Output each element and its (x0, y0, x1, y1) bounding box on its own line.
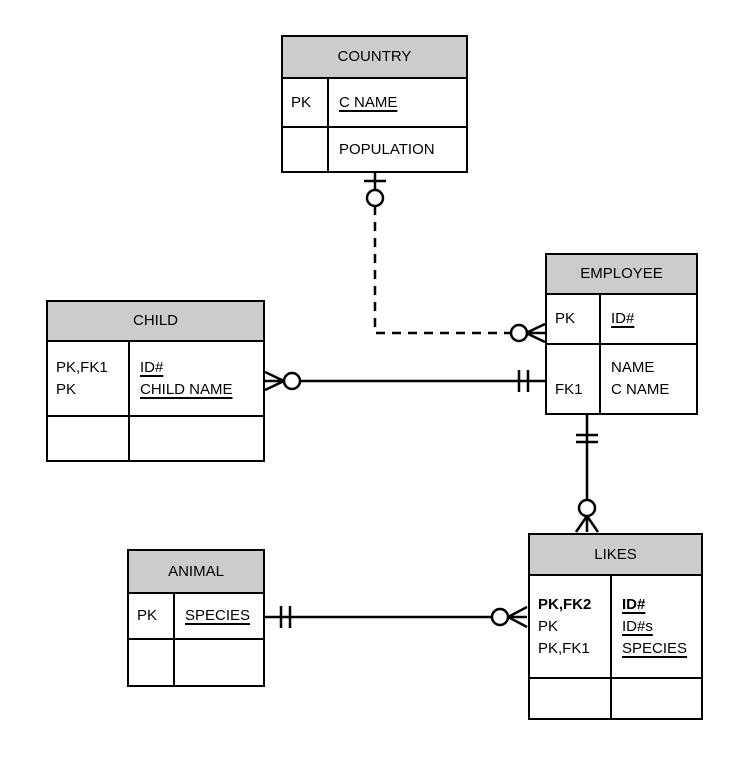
key-cell: PK,FK1 PK (48, 342, 130, 415)
entity-animal: ANIMAL PK SPECIES (127, 549, 265, 687)
attr-cell: NAME C NAME (611, 359, 670, 398)
entity-employee: EMPLOYEE PK ID# FK1 NAME C NAME (545, 253, 698, 415)
attr-cell (612, 679, 701, 718)
relationship-child-employee (264, 370, 545, 392)
key-cell (283, 128, 329, 171)
attr-cell: POPULATION (339, 140, 435, 158)
entity-country-key-row: PK C NAME (283, 79, 466, 128)
crow-foot-employee-end (525, 322, 546, 344)
attr-cell: ID# CHILD NAME (140, 358, 233, 398)
entity-employee-header: EMPLOYEE (547, 255, 696, 295)
key-cell: PK (283, 79, 329, 126)
entity-child-header: CHILD (48, 302, 263, 342)
entity-child: CHILD PK,FK1 PK ID# CHILD NAME (46, 300, 265, 462)
crow-foot-child-end (264, 370, 285, 392)
key-cell: FK1 (547, 345, 601, 413)
one-ticks-animal-end (279, 606, 292, 628)
attr-cell: ID# (611, 310, 635, 327)
entity-animal-header: ANIMAL (129, 551, 263, 594)
attr-cell: ID# ID#s SPECIES (622, 595, 688, 657)
entity-animal-attr-row (129, 640, 263, 685)
zero-circle-likes-end (577, 498, 597, 518)
crow-foot-likes-end (507, 605, 528, 629)
entity-country-attr-row: POPULATION (283, 128, 466, 171)
relationship-animal-likes (265, 605, 528, 629)
entity-child-attr-row (48, 417, 263, 460)
entity-child-key-row: PK,FK1 PK ID# CHILD NAME (48, 342, 263, 417)
attr-cell (130, 417, 263, 460)
key-cell: PK,FK2 PK PK,FK1 (530, 576, 612, 677)
key-cell (129, 640, 175, 685)
zero-circle-likes-end (490, 607, 510, 627)
entity-country-header: COUNTRY (283, 37, 466, 79)
entity-animal-key-row: PK SPECIES (129, 594, 263, 640)
entity-title: CHILD (132, 312, 178, 329)
entity-title: COUNTRY (337, 48, 412, 65)
key-cell: PK (129, 594, 175, 638)
zero-circle-employee-end (509, 323, 529, 343)
entity-likes-attr-row (530, 679, 701, 718)
entity-title: EMPLOYEE (580, 265, 663, 282)
dashed-line (373, 206, 511, 335)
entity-likes-header: LIKES (530, 535, 701, 576)
one-ticks-employee-end (576, 433, 598, 444)
entity-likes: LIKES PK,FK2 PK PK,FK1 ID# ID#s SPECIES (528, 533, 703, 720)
one-ticks-employee-end (517, 370, 530, 392)
attr-cell: SPECIES (185, 607, 251, 624)
entity-country: COUNTRY PK C NAME POPULATION (281, 35, 468, 173)
entity-employee-attr-row: FK1 NAME C NAME (547, 345, 696, 413)
key-cell (48, 417, 130, 460)
entity-likes-key-row: PK,FK2 PK PK,FK1 ID# ID#s SPECIES (530, 576, 701, 679)
attr-cell: C NAME (339, 93, 398, 111)
entity-title: LIKES (594, 545, 637, 563)
entity-employee-key-row: PK ID# (547, 295, 696, 345)
zero-circle-country-end (365, 188, 385, 208)
key-cell (530, 679, 612, 718)
relationship-country-employee (364, 172, 546, 344)
relationship-employee-likes (574, 415, 600, 533)
attr-cell (175, 640, 263, 685)
crow-foot-likes-end (574, 515, 600, 533)
entity-title: ANIMAL (168, 562, 224, 580)
key-cell: PK (547, 295, 601, 343)
zero-circle-child-end (282, 371, 302, 391)
